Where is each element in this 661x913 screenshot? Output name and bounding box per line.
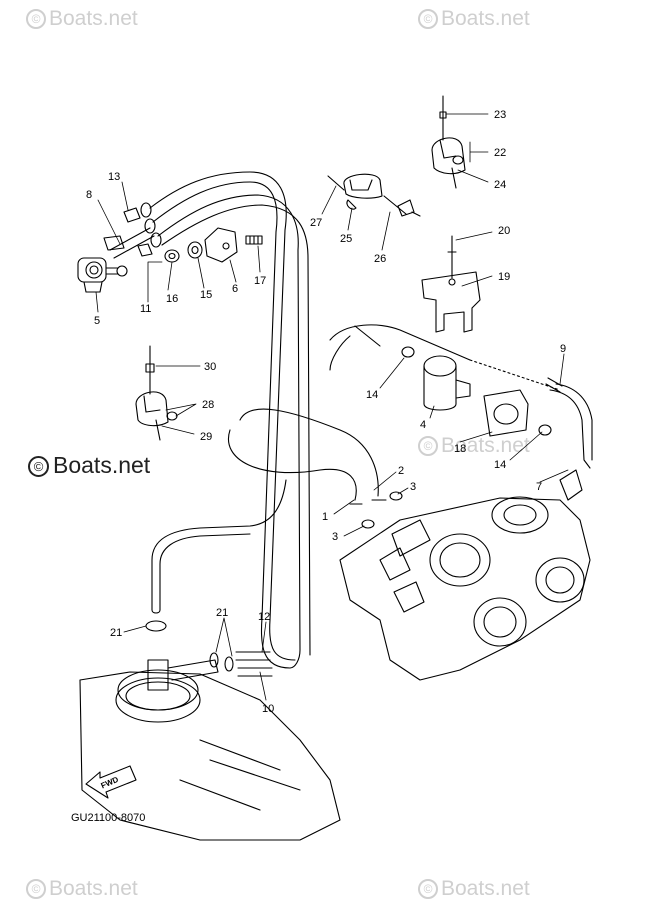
callout-24: 24 <box>494 179 506 191</box>
clip-14b <box>538 424 552 436</box>
callout-30: 30 <box>204 361 216 373</box>
callout-3a: 3 <box>332 531 338 543</box>
long-hose-loop <box>149 171 311 669</box>
clamp-28 <box>135 345 178 441</box>
hose-stubs-left <box>103 202 162 259</box>
callout-16: 16 <box>166 293 178 305</box>
grommet-15 <box>187 241 203 259</box>
callout-14a: 14 <box>366 389 378 401</box>
dashed-line <box>469 359 561 391</box>
watermark-top-left: ©Boats.net <box>26 7 138 31</box>
holder-18 <box>483 389 529 437</box>
hose-1-2 <box>227 408 387 505</box>
diagram-code: GU21100-8070 <box>71 812 146 824</box>
callout-18: 18 <box>454 443 466 455</box>
watermark-center-left: ©Boats.net <box>28 452 150 479</box>
callout-9: 9 <box>560 343 566 355</box>
watermark-bottom-right: ©Boats.net <box>418 877 530 901</box>
clip-21a <box>145 620 167 632</box>
watermark-mid-right: ©Boats.net <box>418 434 530 458</box>
callout-17: 17 <box>254 275 266 287</box>
callout-27: 27 <box>310 217 322 229</box>
callout-1: 1 <box>322 511 328 523</box>
filter-4 <box>423 355 471 411</box>
callout-19: 19 <box>498 271 510 283</box>
callout-29: 29 <box>200 431 212 443</box>
callout-13: 13 <box>108 171 120 183</box>
throttle-body <box>339 469 591 681</box>
callout-12: 12 <box>258 611 270 623</box>
tank-hose <box>151 479 287 614</box>
callout-20: 20 <box>498 225 510 237</box>
watermark-top-right: ©Boats.net <box>418 7 530 31</box>
callout-22: 22 <box>494 147 506 159</box>
clamp-27 <box>327 173 421 217</box>
callout-5: 5 <box>94 315 100 327</box>
callout-3b: 3 <box>410 481 416 493</box>
clip-14a <box>401 346 415 358</box>
callout-6: 6 <box>232 283 238 295</box>
fitting-5 <box>77 257 128 293</box>
callout-4: 4 <box>420 419 426 431</box>
callout-21b: 21 <box>216 607 228 619</box>
vent-hose <box>329 324 471 371</box>
callout-15: 15 <box>200 289 212 301</box>
cap-6 <box>204 227 238 263</box>
fuel-tank <box>79 659 341 841</box>
callout-23: 23 <box>494 109 506 121</box>
callout-10: 10 <box>262 703 274 715</box>
callout-14b: 14 <box>494 459 506 471</box>
callout-11: 11 <box>140 303 151 315</box>
hose-9 <box>545 377 593 469</box>
callout-25: 25 <box>340 233 352 245</box>
bracket-19 <box>421 235 481 333</box>
callout-8: 8 <box>86 189 92 201</box>
fwd-arrow-icon <box>85 765 137 799</box>
washer-16 <box>164 249 180 263</box>
leader-lines <box>95 113 569 701</box>
callout-labels: 13 8 5 11 16 15 6 17 23 22 24 27 25 26 2… <box>86 109 566 791</box>
clip-3b <box>389 491 403 501</box>
clip-21b <box>209 652 234 672</box>
hose-10-12 <box>235 651 273 677</box>
screw-17 <box>245 235 263 245</box>
callout-2: 2 <box>398 465 404 477</box>
clip-3a <box>361 519 375 529</box>
callout-21a: 21 <box>110 627 122 639</box>
watermark-bottom-left: ©Boats.net <box>26 877 138 901</box>
clamp-22 <box>431 95 466 189</box>
callout-7: 7 <box>536 481 542 493</box>
callout-28: 28 <box>202 399 214 411</box>
callout-26: 26 <box>374 253 386 265</box>
